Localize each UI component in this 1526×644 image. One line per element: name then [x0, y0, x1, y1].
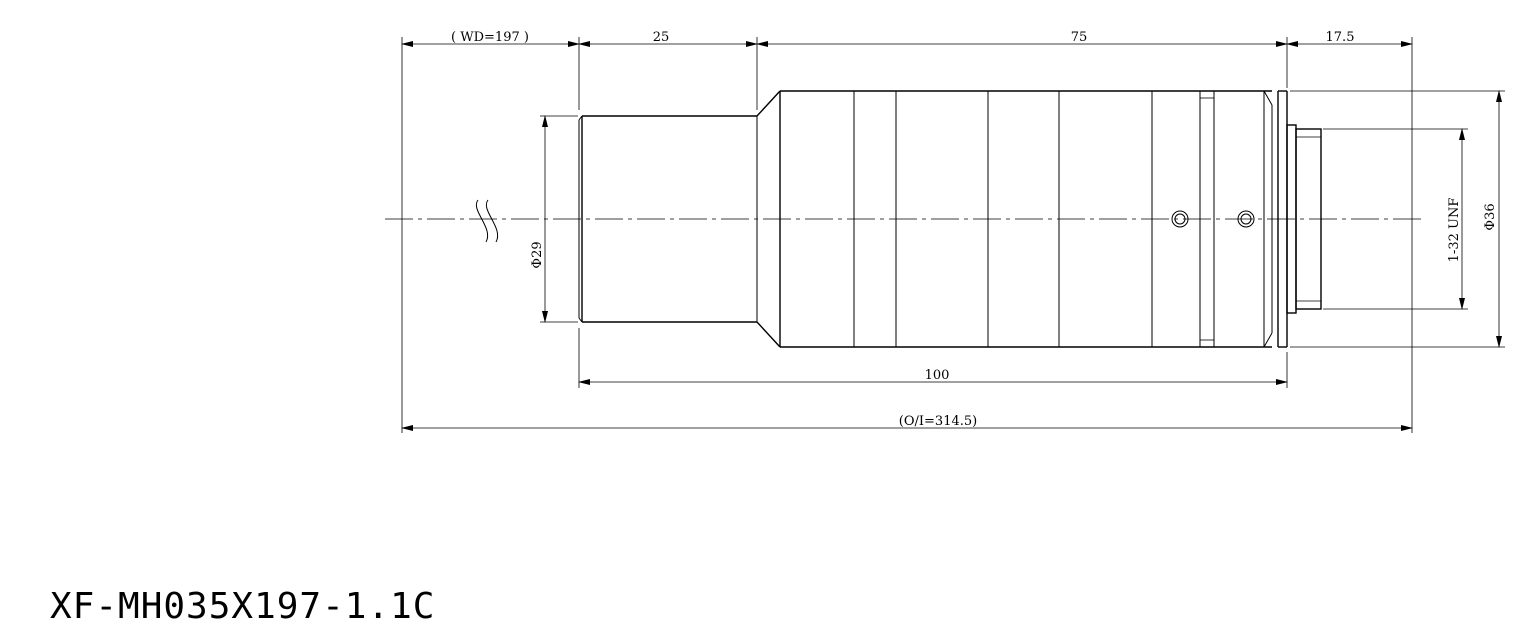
rear-diameter-label: Φ36: [1483, 203, 1498, 230]
mount-length-label: 17.5: [1326, 30, 1355, 45]
thread-label: 1-32 UNF: [1447, 198, 1462, 263]
front-barrel: [578, 90, 781, 348]
wd-label: ( WD=197 ): [451, 30, 529, 45]
extension-lines: [401, 37, 1505, 433]
main-body: [779, 90, 1288, 348]
dimension-lines: [401, 41, 1502, 431]
total-body-label: 100: [925, 368, 950, 383]
body-length-label: 75: [1071, 30, 1088, 45]
rear-thread-mount: [1286, 124, 1322, 314]
oi-distance-label: (O/I=314.5): [899, 414, 977, 429]
front-diameter-label: Φ29: [530, 241, 545, 268]
front-length-label: 25: [653, 30, 670, 45]
break-symbol: [475, 199, 499, 243]
model-number-title: XF-MH035X197-1.1C: [50, 586, 436, 627]
